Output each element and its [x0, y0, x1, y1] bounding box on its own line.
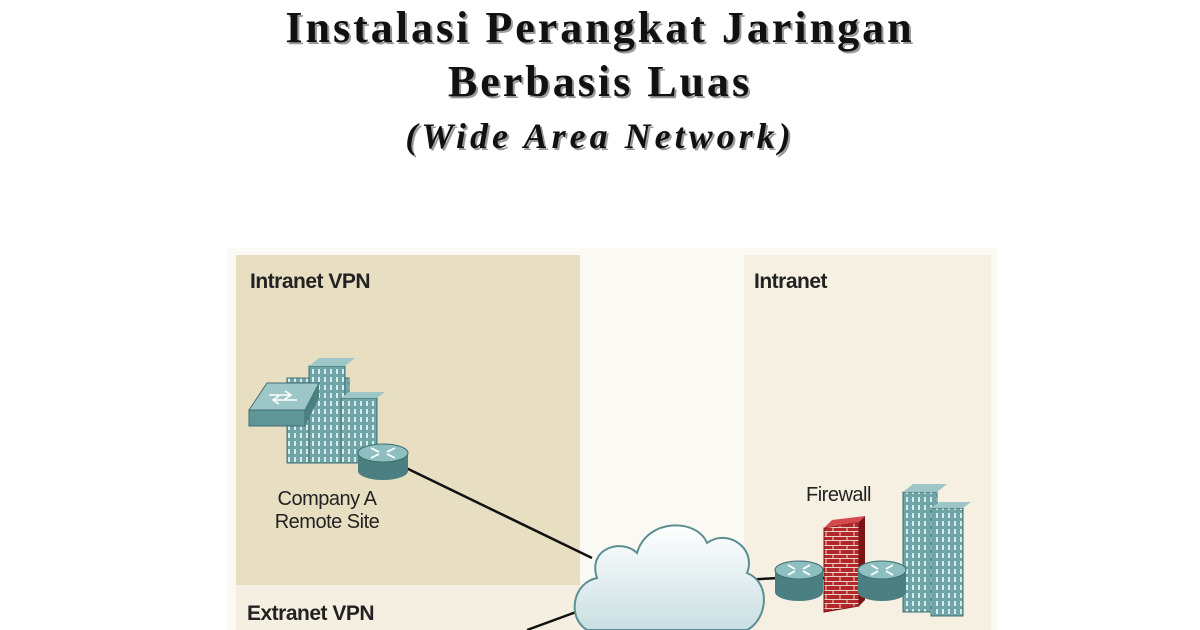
document-subtitle: (Wide Area Network) [405, 116, 795, 156]
remote-site-line2: Remote Site [274, 511, 380, 533]
internet-cloud-icon [573, 524, 765, 630]
remote-site-line1: Company A [277, 488, 377, 510]
link-remote-to-cloud [401, 464, 593, 560]
zone-label-intranet-vpn: Intranet VPN [250, 270, 371, 293]
building-icon [902, 484, 971, 617]
router-icon [774, 560, 824, 601]
firewall-icon [823, 516, 865, 613]
document-title-line2: Berbasis Luas [447, 57, 753, 106]
router-icon [357, 443, 409, 480]
zone-label-extranet-vpn: Extranet VPN [247, 602, 375, 625]
switch-icon [248, 382, 320, 427]
zone-label-intranet: Intranet [754, 270, 828, 293]
document-title: Instalasi Perangkat Jaringan [285, 3, 915, 52]
router-icon [857, 560, 907, 601]
diagram-graphics [248, 358, 971, 630]
zone-extranet-vpn [236, 585, 580, 630]
firewall-label: Firewall [806, 484, 871, 506]
remote-site-label: Company A Remote Site [267, 488, 387, 534]
wan-diagram: Intranet VPN Extranet VPN Intranet Compa… [227, 248, 997, 630]
